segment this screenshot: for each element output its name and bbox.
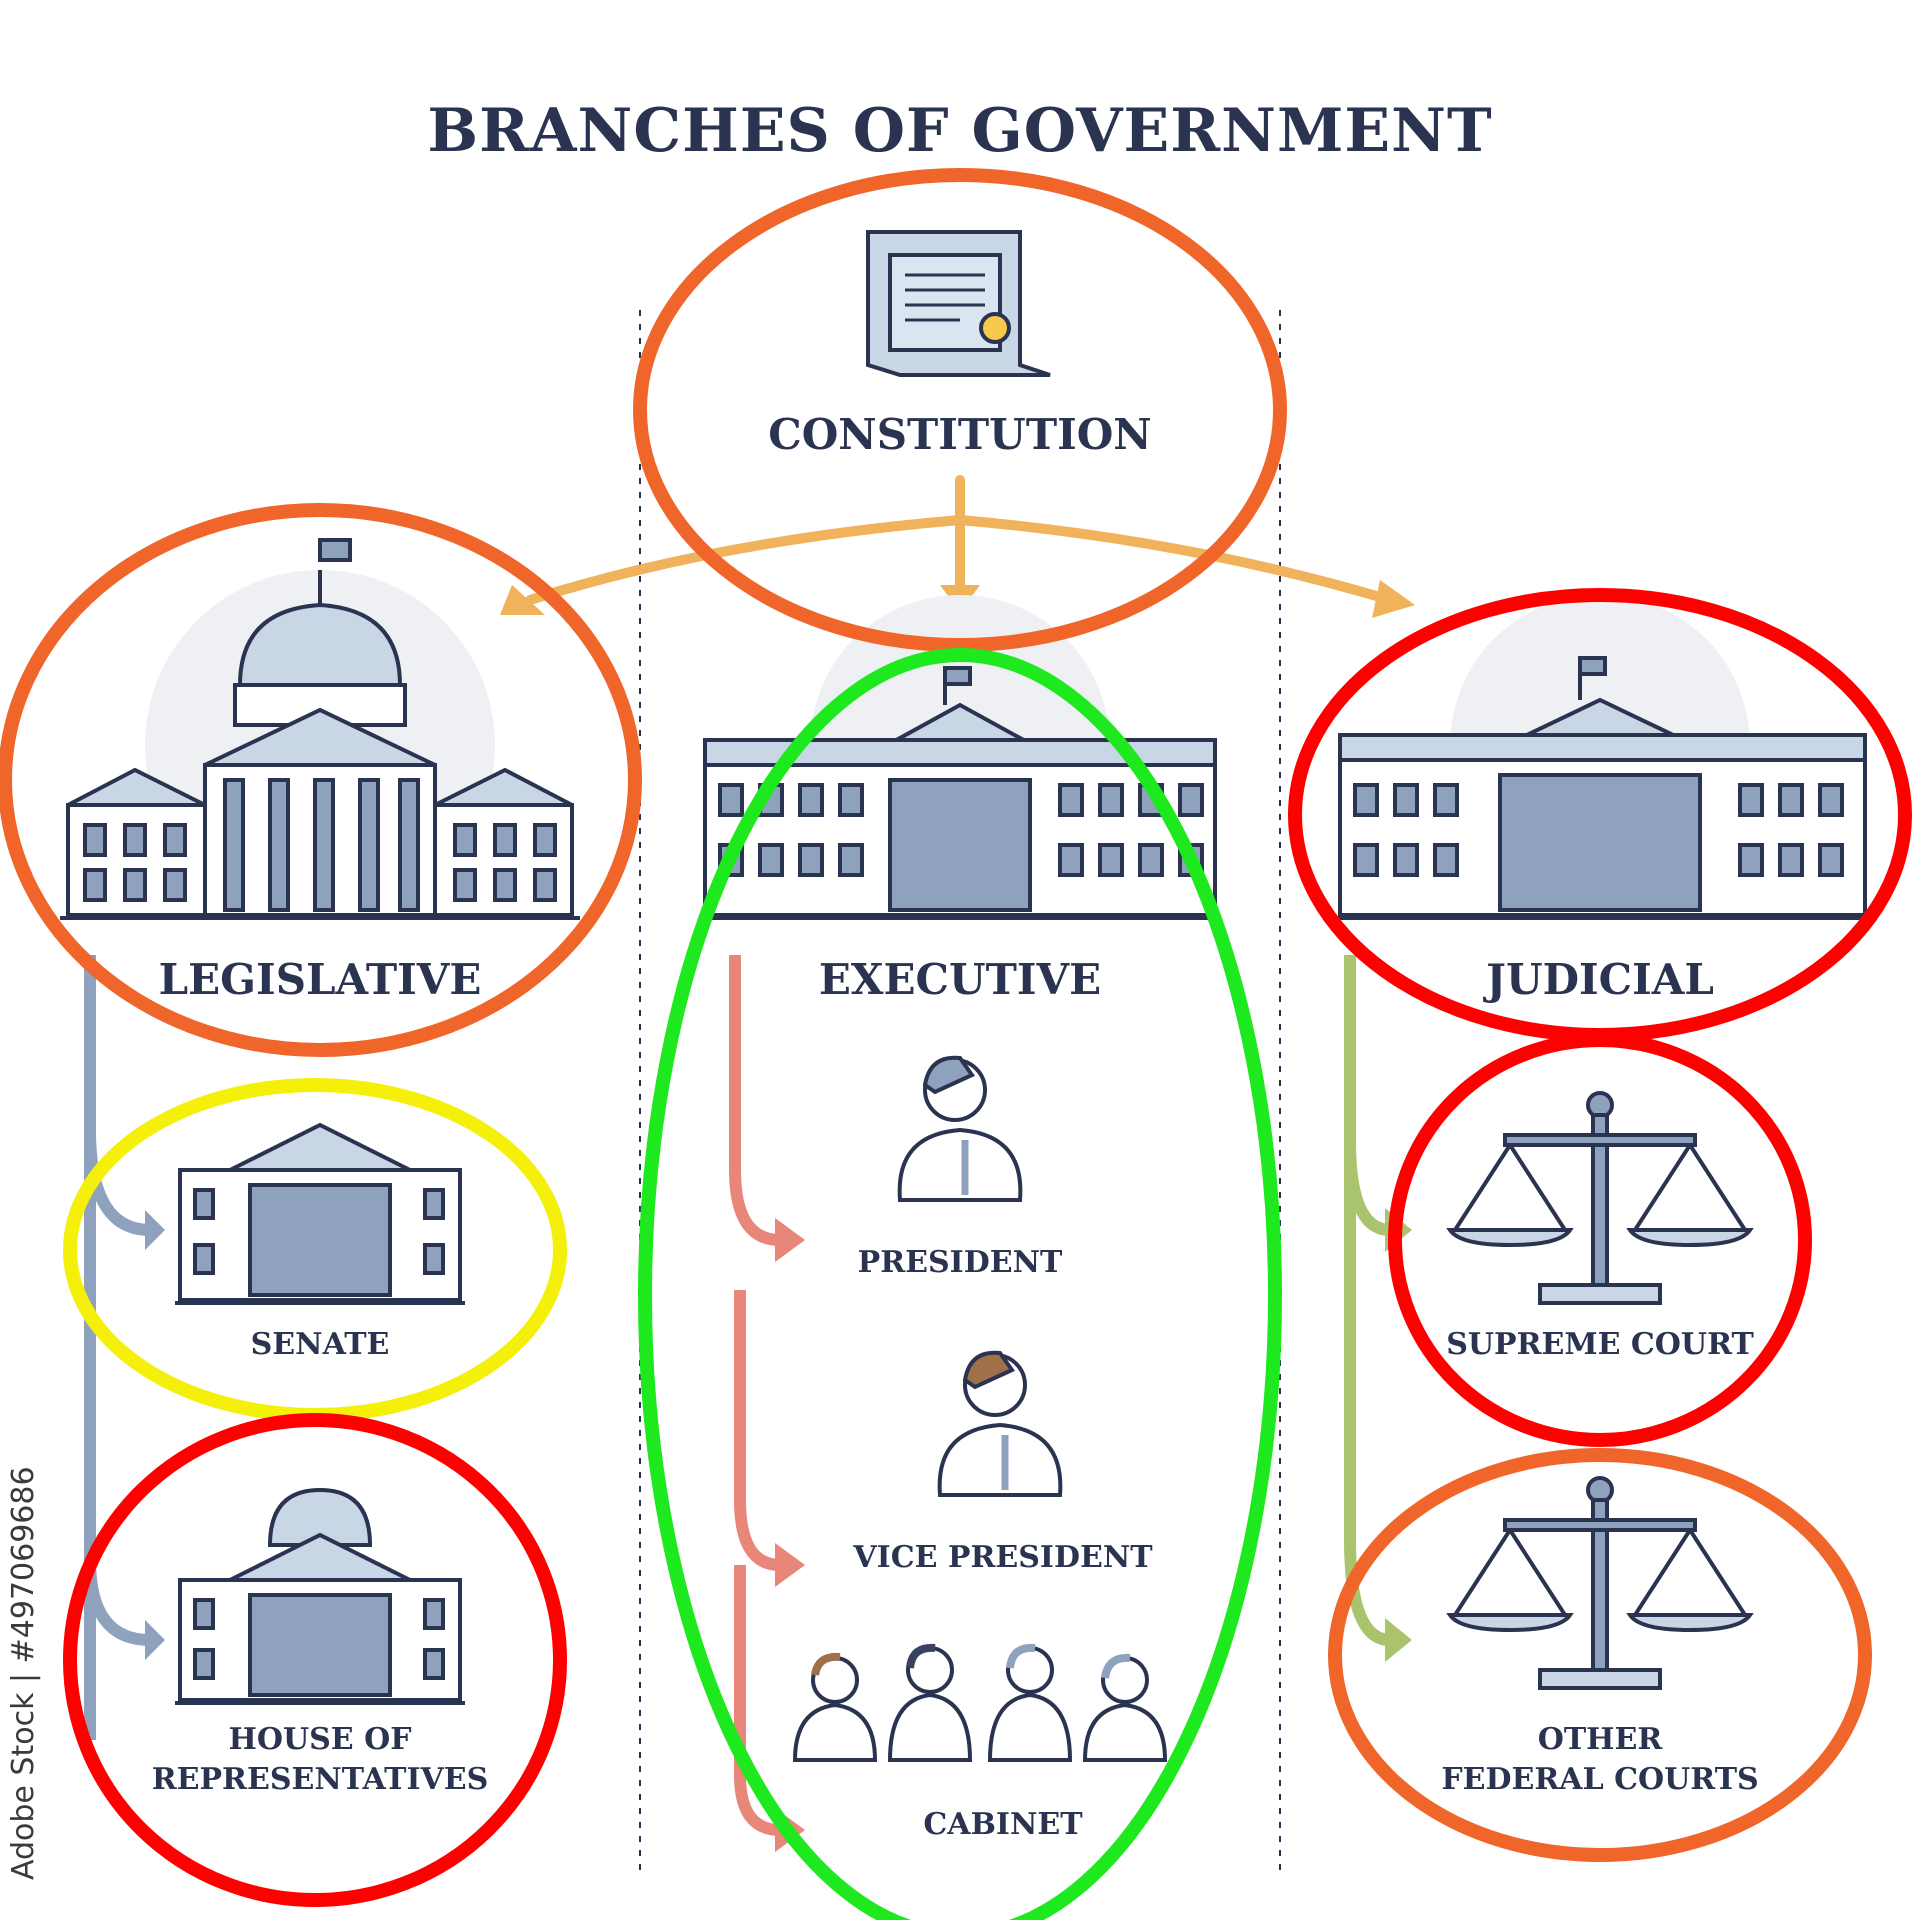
annotation-circles	[0, 168, 1912, 1924]
highlight-executive	[638, 648, 1282, 1924]
supreme-court-label: SUPREME COURT	[1446, 1327, 1754, 1362]
constitution-label: CONSTITUTION	[768, 410, 1152, 459]
house-label-line1: HOUSE OF	[228, 1722, 412, 1757]
judicial-label: JUDICIAL	[1486, 955, 1714, 1004]
judicial-arrows	[1344, 955, 1391, 1646]
house-icon	[175, 1487, 465, 1705]
constitution-arrows	[525, 475, 1395, 605]
other-courts-label-line2: FEDERAL COURTS	[1441, 1762, 1759, 1797]
cabinet-label: CABINET	[923, 1807, 1083, 1842]
scales-icon	[1446, 1476, 1754, 1690]
courthouse-icon	[1335, 595, 1870, 920]
vice-president-label: VICE PRESIDENT	[853, 1540, 1153, 1575]
president-icon	[897, 1055, 1023, 1202]
executive-label: EXECUTIVE	[818, 955, 1102, 1004]
highlight-supreme-court	[1388, 1033, 1812, 1447]
senate-icon	[175, 1122, 465, 1305]
highlight-legislative	[0, 503, 642, 1057]
column-dividers	[639, 310, 1281, 1875]
legislative-arrowheads	[145, 1210, 165, 1660]
scales-icon	[1446, 1091, 1754, 1305]
senate-label: SENATE	[250, 1327, 390, 1362]
highlight-other-courts	[1328, 1448, 1872, 1862]
legislative-label: LEGISLATIVE	[158, 955, 482, 1004]
highlight-house	[63, 1413, 567, 1907]
executive-arrows	[729, 955, 781, 1836]
cabinet-icon	[792, 1643, 1168, 1762]
other-courts-label-line1: OTHER	[1537, 1722, 1663, 1757]
highlight-constitution	[633, 168, 1287, 652]
house-label-line2: REPRESENTATIVES	[151, 1762, 489, 1797]
vice-president-icon	[937, 1350, 1063, 1497]
stock-watermark: Adobe Stock | #497069686	[6, 1466, 41, 1880]
president-label: PRESIDENT	[857, 1245, 1063, 1280]
constitution-scroll-icon	[866, 230, 1051, 377]
capitol-icon	[60, 538, 580, 920]
diagram-title: BRANCHES OF GOVERNMENT	[427, 96, 1493, 166]
